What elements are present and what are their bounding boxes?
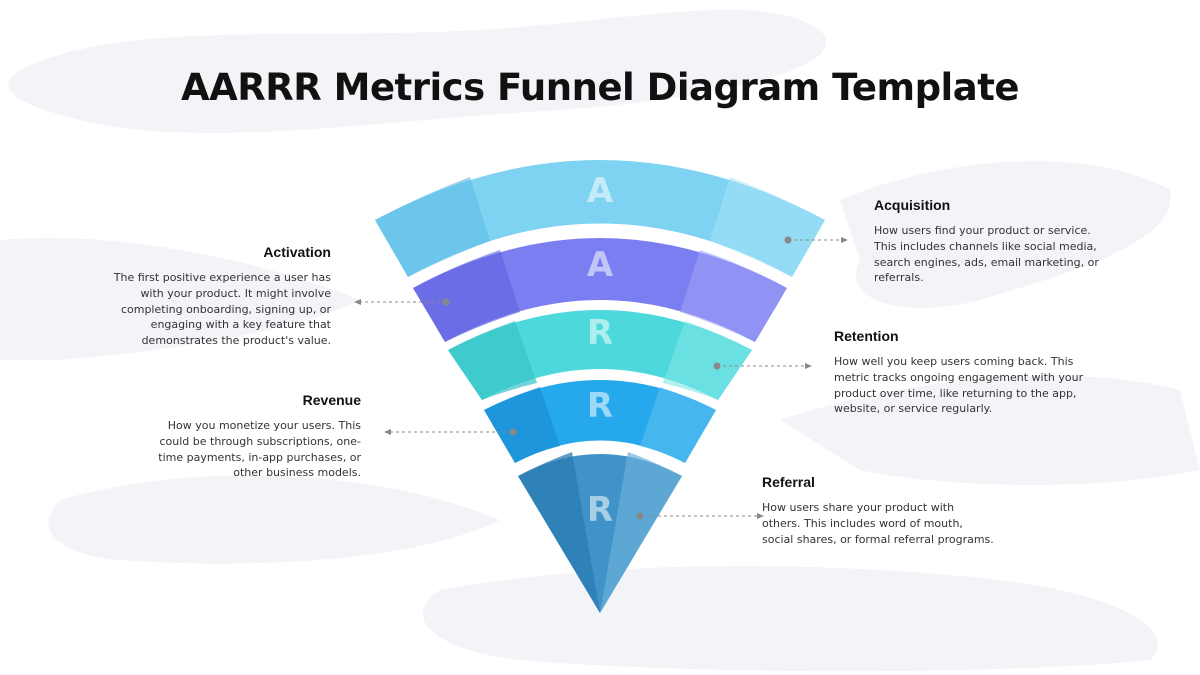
funnel-band-acquisition xyxy=(375,160,825,277)
referral-block: Referral How users share your product wi… xyxy=(762,474,1062,547)
retention-description: How well you keep users coming back. Thi… xyxy=(834,355,1084,416)
funnel-letter-retention: R xyxy=(587,313,613,353)
funnel-letter-referral: R xyxy=(587,490,613,530)
funnel-letter-acquisition: A xyxy=(587,171,614,211)
retention-block: Retention How well you keep users coming… xyxy=(834,328,1164,417)
connector-arrow-retention xyxy=(805,363,812,369)
funnel-band-revenue xyxy=(484,380,716,463)
retention-heading: Retention xyxy=(834,328,899,344)
revenue-block: Revenue How you monetize your users. Thi… xyxy=(100,392,361,481)
funnel-band-referral xyxy=(518,452,682,613)
connector-arrow-acquisition xyxy=(841,237,848,243)
activation-block: Activation The first positive experience… xyxy=(80,244,331,349)
connector-arrow-referral xyxy=(757,513,764,519)
acquisition-description: How users find your product or service. … xyxy=(874,224,1099,285)
acquisition-heading: Acquisition xyxy=(874,197,951,213)
connector-dot-acquisition xyxy=(784,236,792,244)
funnel-band-activation xyxy=(413,238,787,342)
activation-description: The first positive experience a user has… xyxy=(113,271,331,348)
referral-heading: Referral xyxy=(762,474,815,490)
activation-heading: Activation xyxy=(263,244,331,260)
connector-dot-referral xyxy=(636,512,644,520)
connector-arrow-activation xyxy=(354,299,361,305)
revenue-heading: Revenue xyxy=(302,392,361,408)
funnel-letter-revenue: R xyxy=(587,386,613,426)
referral-description: How users share your product with others… xyxy=(762,501,994,546)
funnel-letter-activation: A xyxy=(587,245,614,285)
page-title: AARRR Metrics Funnel Diagram Template xyxy=(181,66,1020,109)
connector-dot-activation xyxy=(442,298,450,306)
connector-arrow-revenue xyxy=(384,429,391,435)
revenue-description: How you monetize your users. This could … xyxy=(158,419,361,480)
acquisition-block: Acquisition How users find your product … xyxy=(874,197,1174,286)
connector-dot-revenue xyxy=(509,428,517,436)
funnel-band-retention xyxy=(448,310,752,400)
connector-dot-retention xyxy=(713,362,721,370)
